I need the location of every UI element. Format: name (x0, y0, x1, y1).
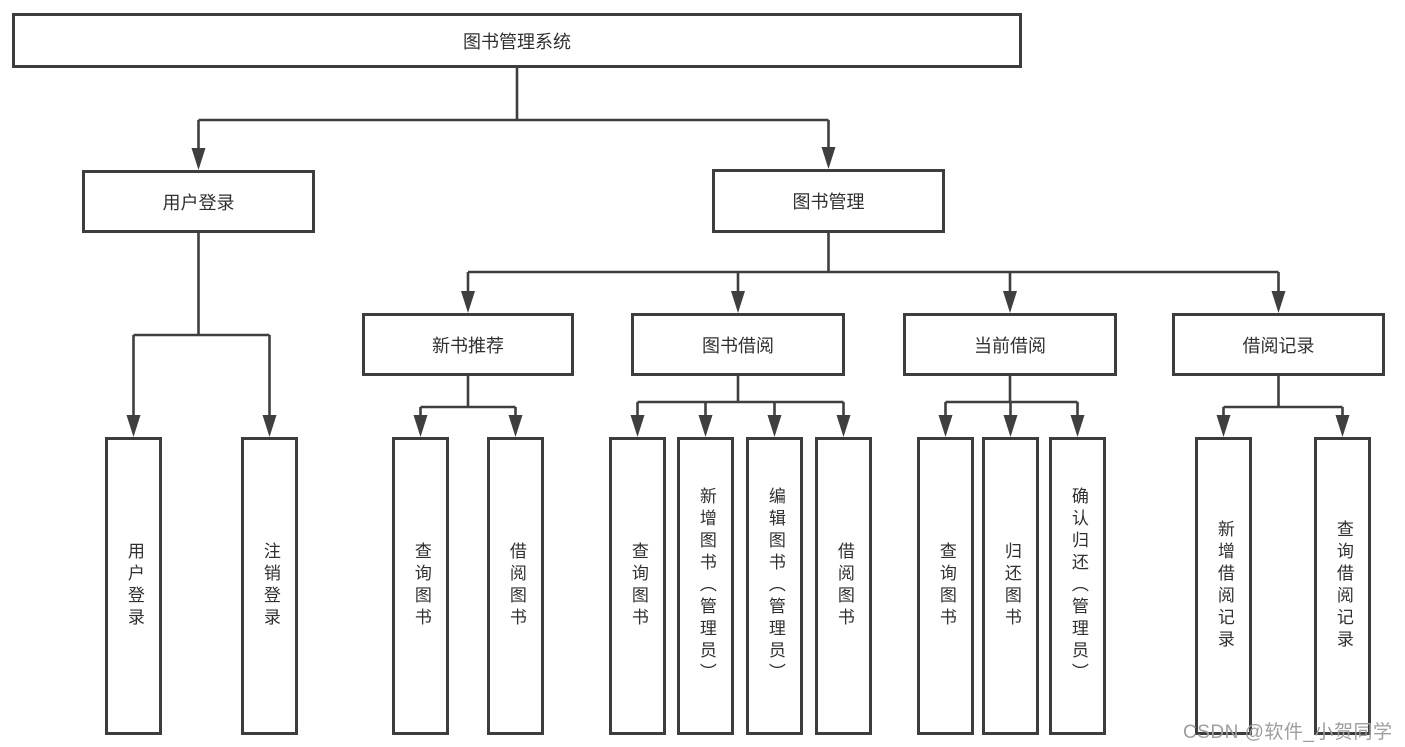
node-new-book-recommend: 新书推荐 (362, 313, 574, 376)
node-borrow-records: 借阅记录 (1172, 313, 1385, 376)
leaf-confirm-return-admin: 确认归还（管理员） (1049, 437, 1106, 735)
node-book-management: 图书管理 (712, 169, 945, 233)
node-label: 借阅记录 (1242, 335, 1315, 356)
leaf-edit-book-admin: 编辑图书（管理员） (746, 437, 803, 735)
node-label: 编辑图书（管理员） (765, 487, 785, 685)
node-current-borrow: 当前借阅 (903, 313, 1117, 376)
node-book-borrow: 图书借阅 (631, 313, 845, 376)
watermark: CSDN @软件_小贺同学 (1183, 722, 1393, 743)
leaf-query-books-recommend: 查询图书 (392, 437, 449, 735)
leaf-add-book-admin: 新增图书（管理员） (677, 437, 734, 735)
node-library-system: 图书管理系统 (12, 13, 1022, 68)
leaf-borrow-books-recommend: 借阅图书 (487, 437, 544, 735)
leaf-logout-login: 注销登录 (241, 437, 298, 735)
node-label: 用户登录 (124, 542, 144, 630)
node-label: 借阅图书 (506, 542, 526, 630)
node-label: 借阅图书 (834, 542, 854, 630)
node-label: 查询借阅记录 (1333, 520, 1353, 652)
node-label: 查询图书 (411, 542, 431, 630)
node-label: 归还图书 (1001, 542, 1021, 630)
node-label: 新增借阅记录 (1214, 520, 1234, 652)
leaf-query-books-current: 查询图书 (917, 437, 974, 735)
node-label: 图书管理系统 (463, 31, 571, 52)
node-label: 新增图书（管理员） (696, 487, 716, 685)
node-label: 查询图书 (936, 542, 956, 630)
node-label: 图书借阅 (702, 335, 774, 356)
node-label: 用户登录 (162, 192, 235, 213)
leaf-query-books-borrow: 查询图书 (609, 437, 666, 735)
node-label: 图书管理 (792, 192, 865, 212)
node-label: 查询图书 (628, 542, 648, 630)
leaf-return-books: 归还图书 (982, 437, 1039, 735)
leaf-user-login: 用户登录 (105, 437, 162, 735)
leaf-borrow-books-2: 借阅图书 (815, 437, 872, 735)
node-label: 当前借阅 (974, 335, 1046, 356)
node-user-login: 用户登录 (82, 170, 315, 233)
node-label: 新书推荐 (432, 335, 504, 356)
leaf-query-borrow-record: 查询借阅记录 (1314, 437, 1371, 735)
node-label: 确认归还（管理员） (1068, 487, 1088, 685)
node-label: 注销登录 (260, 542, 280, 630)
leaf-add-borrow-record: 新增借阅记录 (1195, 437, 1252, 735)
